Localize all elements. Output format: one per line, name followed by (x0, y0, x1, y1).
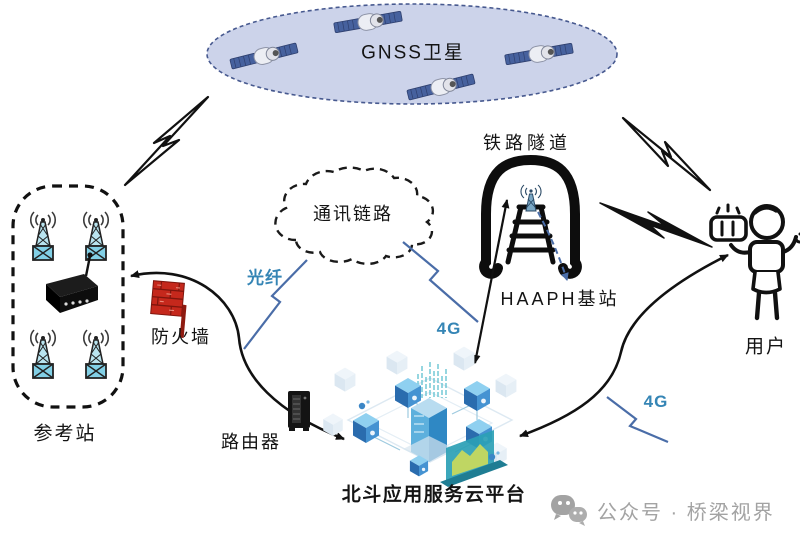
railway-tunnel-label: 铁路隧道 (483, 133, 571, 153)
station-router-icon (46, 252, 98, 313)
cloud-platform-label: 北斗应用服务云平台 (341, 484, 527, 506)
reference-station-box (11, 184, 125, 409)
gnss-satellite-ellipse (206, 3, 618, 105)
railway-track-icon (505, 204, 556, 265)
gnss-satellites-label: GNSS卫星 (361, 42, 465, 64)
analytics-panel (440, 430, 508, 487)
central-server-tower (403, 398, 455, 462)
watermark: 公众号 · 桥梁视界 (549, 491, 775, 529)
fourg-user-label: 4G (643, 392, 669, 411)
tunnel-icon (479, 154, 582, 279)
lightning-bolt-solid-icon (599, 202, 713, 248)
watermark-text: 公众号 · 桥梁视界 (597, 501, 775, 524)
user-label: 用户 (744, 336, 788, 358)
platform-tunnel-arrow (472, 199, 510, 364)
router-label: 路由器 (221, 432, 281, 452)
cloud-platform-icon (323, 346, 517, 487)
user-platform-arrow (519, 253, 729, 438)
comm-cloud-shape (274, 166, 435, 266)
reference-station-label: 参考站 (33, 423, 97, 445)
user-with-phone-icon (709, 203, 800, 321)
router-icon (288, 391, 310, 431)
fiber-label: 光纤 (247, 268, 283, 288)
base-station-antenna-icon (520, 184, 542, 212)
antenna-dashed-arrow (537, 211, 569, 281)
fourg-mid-label: 4G (436, 319, 462, 338)
lightning-bolt-icon (123, 95, 210, 187)
haaph-station-label: HAAPH基站 (500, 289, 620, 309)
wechat-icon (551, 495, 587, 526)
fourg-mid-link-zigzag (402, 241, 479, 323)
comm-link-label: 通讯链路 (313, 204, 393, 224)
lightning-bolt-icon (621, 116, 712, 192)
firewall-label: 防火墙 (151, 327, 211, 347)
